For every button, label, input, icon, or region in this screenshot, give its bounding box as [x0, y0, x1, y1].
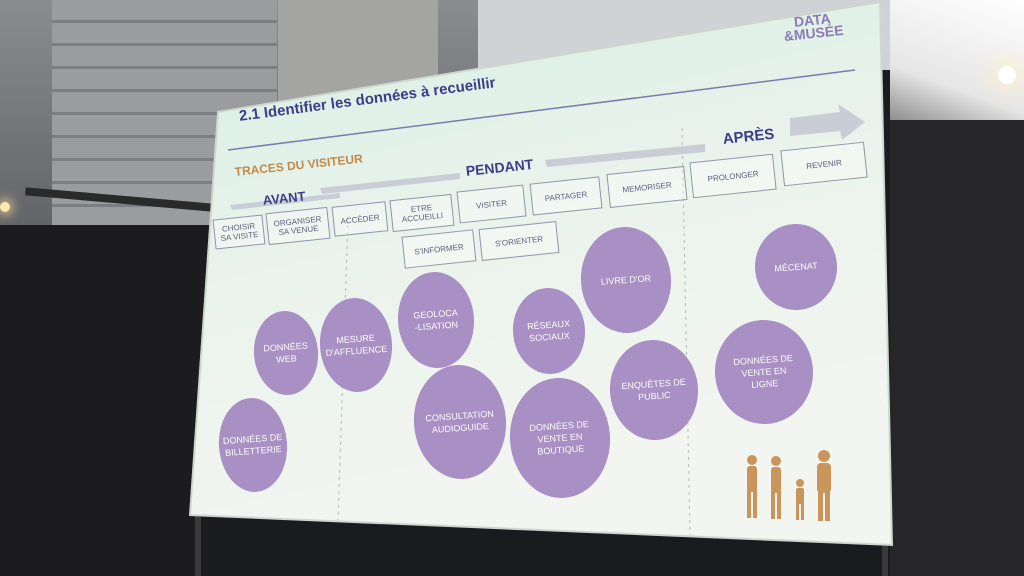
phase-divider-1 [337, 217, 349, 521]
family-silhouette-icon [747, 450, 831, 521]
screen-stand-right [882, 530, 888, 576]
bubble-label-line-1: MÉCENAT [774, 260, 818, 274]
bubble-label-line-2: AUDIOGUIDE [431, 421, 490, 435]
screen-stand-left [195, 515, 201, 576]
bubble-label-line-1: LIVRE D'OR [600, 273, 652, 287]
title-underline [227, 69, 856, 151]
bubble-label-line-2: WEB [275, 353, 297, 365]
step-label-line-1: VISITER [475, 197, 508, 211]
bubble-label-line-2: PUBLIC [637, 389, 671, 403]
avant-pendant-bar [320, 173, 460, 194]
stage-lamp-right [998, 66, 1016, 84]
step-box: ACCÉDER [331, 201, 389, 237]
avant-bar [230, 193, 340, 210]
bubble-label-line-2: -LISATION [414, 319, 459, 333]
data-musee-logo: DATA &MUSÉE [782, 10, 844, 44]
dark-backdrop-right [890, 120, 1024, 576]
bubble-label-line-2: BILLETTERIE [224, 444, 282, 458]
step-label-line-2: ACCUEILLI [401, 210, 444, 225]
step-label-line-1: ACCÉDER [340, 212, 380, 226]
pendant-bar [545, 144, 705, 167]
phase-divider-2 [681, 127, 691, 536]
bubble-label-line-2: D'AFFLUENCE [325, 343, 388, 359]
bubble-label-line-3: LIGNE [751, 378, 779, 390]
slide-surface [188, 0, 894, 547]
dark-backdrop-left [0, 225, 215, 576]
bubble-label-line-3: BOUTIQUE [537, 443, 585, 457]
bubble-label-line-2: SOCIAUX [528, 330, 570, 344]
substep-label: S'INFORMER [413, 241, 465, 257]
step-label-line-1: MEMORISER [621, 179, 673, 195]
step-label-line-1: REVENIR [805, 157, 843, 171]
apres-arrow [790, 104, 865, 140]
step-label-line-1: PARTAGER [544, 189, 588, 203]
substep-label: S'ORIENTER [494, 234, 544, 248]
stage-lamp-left [0, 202, 10, 212]
step-label-line-1: PROLONGER [707, 168, 759, 184]
